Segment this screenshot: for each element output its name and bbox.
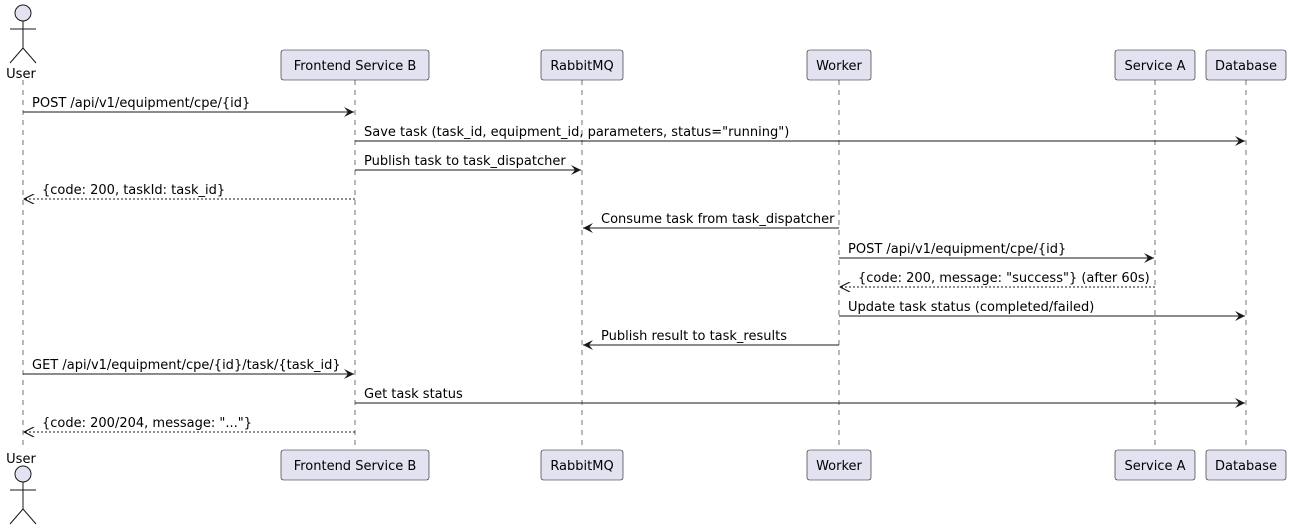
participant-box <box>540 449 624 481</box>
participant-label: Worker <box>816 459 862 474</box>
participant-box-rabbitmq-top: RabbitMQ <box>540 49 624 81</box>
message-8: Update task status (completed/failed) <box>839 300 1245 321</box>
message-4: {code: 200, taskId: task_id} <box>24 183 355 199</box>
participant-label: Service A <box>1124 459 1185 474</box>
participant-box <box>1205 449 1287 481</box>
participant-label: Frontend Service B <box>294 59 417 74</box>
actor-label: User <box>6 452 36 467</box>
participant-box <box>1205 49 1287 81</box>
participants-bottom: User Frontend Service B RabbitMQ Worker Serv… <box>6 449 1287 525</box>
participant-box <box>280 49 430 81</box>
actor-head <box>14 4 32 22</box>
participant-label: RabbitMQ <box>550 459 613 474</box>
participant-box-rabbitmq-bottom: RabbitMQ <box>540 449 624 481</box>
actor-bottom: User <box>6 452 37 525</box>
message-9: Publish result to task_results <box>583 329 839 350</box>
actor-left-leg <box>9 47 24 64</box>
participant-box-servicea-top: Service A <box>1114 49 1196 81</box>
messages: POST /api/v1/equipment/cpe/{id} Save task… <box>23 96 1245 432</box>
participant-label: Worker <box>816 59 862 74</box>
participants-top: User Frontend Service B RabbitMQ Worker Serv… <box>6 4 1287 82</box>
message-10: GET /api/v1/equipment/cpe/{id}/task/{tas… <box>23 358 354 379</box>
participant-box-database-top: Database <box>1205 49 1287 81</box>
message-12: {code: 200/204, message: "..."} <box>24 416 355 432</box>
participant-label: Database <box>1215 459 1277 474</box>
participant-box-frontend-bottom: Frontend Service B <box>280 449 430 481</box>
lifelines <box>22 80 1247 450</box>
participant-box-frontend-top: Frontend Service B <box>280 49 430 81</box>
message-label: Publish task to task_dispatcher <box>364 154 566 169</box>
message-6: POST /api/v1/equipment/cpe/{id} <box>839 242 1154 263</box>
actor-head <box>14 465 32 483</box>
participant-box-servicea-bottom: Service A <box>1114 449 1196 481</box>
participant-box-database-bottom: Database <box>1205 449 1287 481</box>
participant-box-worker-top: Worker <box>806 49 872 81</box>
message-label: {code: 200/204, message: "..."} <box>42 416 252 431</box>
message-label: Publish result to task_results <box>601 329 787 344</box>
message-label: Get task status <box>364 387 463 402</box>
actor-top: User <box>6 4 37 82</box>
participant-box-worker-bottom: Worker <box>806 449 872 481</box>
message-5: Consume task from task_dispatcher <box>583 212 839 233</box>
actor-right-leg <box>22 47 37 64</box>
participant-label: Service A <box>1124 59 1185 74</box>
participant-box <box>1114 49 1196 81</box>
message-label: {code: 200, message: "success"} (after 6… <box>858 271 1150 286</box>
participant-box <box>280 449 430 481</box>
message-label: POST /api/v1/equipment/cpe/{id} <box>32 96 250 111</box>
message-label: POST /api/v1/equipment/cpe/{id} <box>848 242 1066 257</box>
participant-box <box>540 49 624 81</box>
participant-box <box>806 49 872 81</box>
actor-right-leg <box>22 508 37 525</box>
message-7: {code: 200, message: "success"} (after 6… <box>840 271 1155 287</box>
message-1: POST /api/v1/equipment/cpe/{id} <box>23 96 354 117</box>
participant-box <box>806 449 872 481</box>
participant-label: RabbitMQ <box>550 59 613 74</box>
actor-left-leg <box>9 508 24 525</box>
message-2: Save task (task_id, equipment_id, parame… <box>355 125 1245 146</box>
message-label: {code: 200, taskId: task_id} <box>42 183 225 198</box>
message-label: Consume task from task_dispatcher <box>601 212 835 227</box>
message-11: Get task status <box>355 387 1245 408</box>
participant-label: Database <box>1215 59 1277 74</box>
message-label: GET /api/v1/equipment/cpe/{id}/task/{tas… <box>32 358 341 373</box>
actor-label: User <box>6 67 36 82</box>
message-label: Update task status (completed/failed) <box>848 300 1094 315</box>
participant-box <box>1114 449 1196 481</box>
participant-label: Frontend Service B <box>294 459 417 474</box>
message-label: Save task (task_id, equipment_id, parame… <box>364 125 789 140</box>
message-3: Publish task to task_dispatcher <box>355 154 581 175</box>
